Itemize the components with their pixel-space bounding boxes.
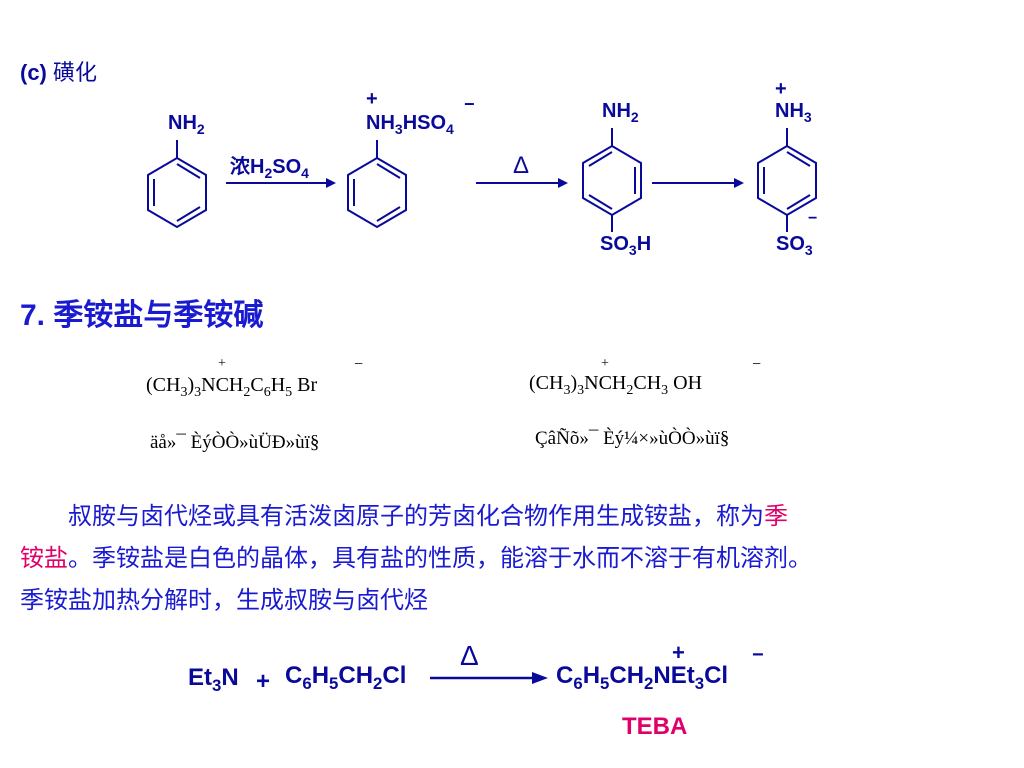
salt-plus: + <box>366 88 378 110</box>
product-plus: + <box>672 640 685 665</box>
quat-base-name: ÇâÑõ»¯ Èý¼×»ùÒÒ»ùï§ <box>535 428 730 449</box>
paragraph-line-1: 叔胺与卤代烃或具有活泼卤原子的芳卤化合物作用生成铵盐，称为季 <box>20 496 1010 538</box>
quat-salt-name: äå»¯ ÈýÒÒ»ùÜÐ»ùï§ <box>150 432 320 453</box>
heat-symbol-1: Δ <box>513 152 530 179</box>
product1-top: NH2 <box>602 100 639 125</box>
reagent-label: 浓H2SO4 <box>230 156 309 181</box>
section-c-heading: (c) 磺化 <box>20 55 97 87</box>
quat-base-minus: − <box>752 356 762 373</box>
heat-symbol-2: Δ <box>460 640 479 671</box>
aniline-ring <box>140 140 220 240</box>
quat-salt-minus: − <box>354 356 364 373</box>
reactant-benzyl-chloride: C6H5CH2Cl <box>285 662 407 693</box>
paragraph-line-3: 季铵盐加热分解时，生成叔胺与卤代烃 <box>20 587 428 614</box>
paragraph-highlight-1: 季 <box>764 503 788 530</box>
product2-ring <box>750 128 830 238</box>
salt-group: NH3HSO4 <box>366 112 454 137</box>
product2-bottom-charge: − <box>808 210 818 227</box>
quat-base-formula: (CH3)3NCH2CH3 OH <box>529 372 703 398</box>
paragraph-highlight-2: 铵盐 <box>20 545 68 572</box>
product2-top: NH3 <box>775 100 812 125</box>
arrow-4 <box>430 672 548 684</box>
salt-anion-charge: − <box>464 94 475 114</box>
quat-salt-plus: + <box>218 356 226 371</box>
section-c-title: 磺化 <box>53 60 98 85</box>
section-c-label: (c) <box>20 60 47 85</box>
product-formula: C6H5CH2NEt3Cl <box>556 662 729 693</box>
product-minus: − <box>752 644 764 666</box>
product1-ring <box>575 128 655 238</box>
arrow-2 <box>476 178 568 188</box>
product2-bottom: SO3 <box>776 233 813 258</box>
quat-salt-formula: (CH3)3NCH2C6H5 Br <box>146 374 318 400</box>
paragraph-line-2-text: 。季铵盐是白色的晶体，具有盐的性质，能溶于水而不溶于有机溶剂。 <box>68 545 812 572</box>
reactant-et3n: Et3N <box>188 664 239 695</box>
product-name-teba: TEBA <box>622 713 688 740</box>
product1-bottom: SO3H <box>600 233 652 258</box>
paragraph-line-2: 铵盐。季铵盐是白色的晶体，具有盐的性质，能溶于水而不溶于有机溶剂。 <box>20 538 1010 580</box>
salt-ring <box>340 140 420 240</box>
product2-charge: + <box>775 78 787 100</box>
description-paragraph: 叔胺与卤代烃或具有活泼卤原子的芳卤化合物作用生成铵盐，称为季 铵盐。季铵盐是白色… <box>20 496 1010 622</box>
reaction-plus: + <box>256 668 271 695</box>
aniline-group: NH2 <box>168 112 205 137</box>
arrow-3 <box>652 178 744 188</box>
quat-base-plus: + <box>601 356 609 371</box>
paragraph-line-1-text: 叔胺与卤代烃或具有活泼卤原子的芳卤化合物作用生成铵盐，称为 <box>68 503 764 530</box>
section-7-number: 7. <box>20 299 46 332</box>
arrow-1 <box>226 178 336 188</box>
section-7-title: 季铵盐与季铵碱 <box>53 299 264 332</box>
section-7-heading: 7. 季铵盐与季铵碱 <box>20 290 263 334</box>
